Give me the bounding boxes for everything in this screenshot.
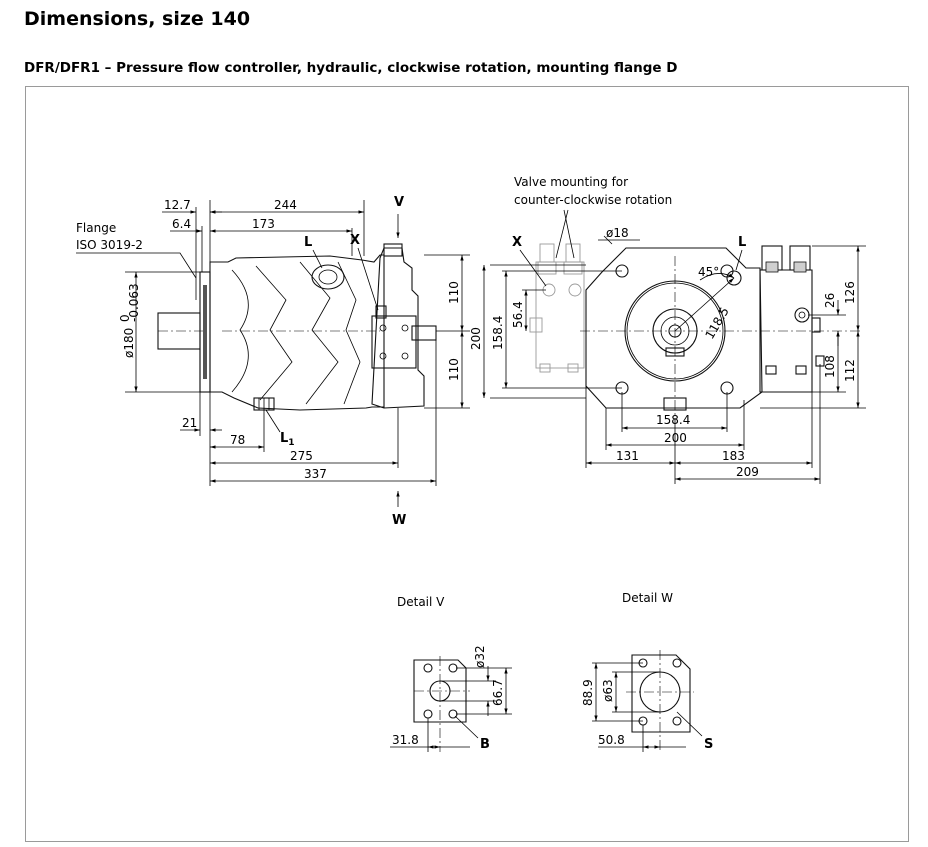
dim-200-front: 200 (664, 431, 687, 445)
side-port-x: X (350, 233, 360, 248)
dim-209: 209 (736, 465, 759, 479)
detail-v: Detail V ø32 66.7 31.8 B (390, 595, 512, 752)
side-view: 12.7 244 6.4 173 Flange ISO 3019-2 L X V… (76, 195, 486, 528)
dim-126: 126 (843, 281, 857, 304)
dim-56-4: 56.4 (511, 301, 525, 328)
dim-131: 131 (616, 449, 639, 463)
drawing-frame (25, 86, 909, 842)
dim-88-9: 88.9 (581, 679, 595, 706)
port-l-boss (311, 264, 345, 290)
detail-w-port-s: S (704, 737, 713, 752)
detail-v-title: Detail V (397, 595, 445, 609)
section-title: DFR/DFR1 – Pressure flow controller, hyd… (24, 60, 678, 76)
view-w-label: W (392, 513, 406, 528)
dim-26: 26 (823, 293, 837, 308)
dim-dia63: ø63 (601, 679, 615, 702)
flange-pilot (203, 285, 207, 379)
dim-244: 244 (274, 198, 297, 212)
dim-dia180-tol: 0-0.063 (118, 283, 141, 322)
dim-110-bottom: 110 (447, 358, 461, 381)
dim-118-5: 118.5 (702, 305, 731, 342)
front-port-l-label: L (738, 235, 746, 250)
front-port-l (726, 270, 742, 286)
side-port-l: L (304, 235, 312, 250)
dim-dia180: ø180 (122, 328, 136, 358)
dim-112: 112 (843, 359, 857, 382)
controller-top (383, 243, 403, 257)
dim-66-7: 66.7 (491, 679, 505, 706)
flange-leader (76, 252, 197, 279)
flange-label-line2: ISO 3019-2 (76, 238, 143, 252)
shaft-end-cap (411, 325, 437, 341)
dim-275: 275 (290, 449, 313, 463)
front-view: Valve mounting for counter-clockwise rot… (490, 175, 866, 484)
dim-158-4-horizontal: 158.4 (656, 413, 690, 427)
page-title: Dimensions, size 140 (24, 8, 251, 30)
view-v-label: V (394, 195, 404, 210)
front-port-x-label: X (512, 235, 522, 250)
detail-v-port-b: B (480, 737, 490, 752)
dim-337: 337 (304, 467, 327, 481)
ccw-note-line1: Valve mounting for (514, 175, 628, 189)
dim-31-8: 31.8 (392, 733, 419, 747)
ghost-valve-ccw (529, 243, 585, 373)
dim-183: 183 (722, 449, 745, 463)
flange-label-line1: Flange (76, 221, 116, 235)
dim-173: 173 (252, 217, 275, 231)
detail-w-port-flange (631, 654, 691, 733)
dim-110-top: 110 (447, 281, 461, 304)
detail-w-title: Detail W (622, 591, 673, 605)
dim-12-7: 12.7 (164, 198, 191, 212)
front-flange (585, 247, 763, 409)
port-x-fitting (375, 305, 387, 319)
port-l1-label: L1 (280, 431, 295, 448)
dim-21: 21 (182, 416, 197, 430)
detail-v-port-flange (413, 659, 467, 723)
dim-108: 108 (823, 355, 837, 378)
dim-dia18: ø18 (606, 226, 629, 240)
dim-78: 78 (230, 433, 245, 447)
dim-dia32: ø32 (473, 645, 487, 668)
ccw-note-line2: counter-clockwise rotation (514, 193, 672, 207)
dim-200-side: 200 (469, 327, 483, 350)
dim-158-4-vertical: 158.4 (491, 316, 505, 350)
dim-45deg: 45° (698, 265, 719, 279)
dim-6-4: 6.4 (172, 217, 191, 231)
controller-valve (371, 315, 417, 369)
dim-50-8: 50.8 (598, 733, 625, 747)
pump-housing (209, 254, 385, 411)
detail-w: Detail W ø63 88.9 50.8 S (581, 591, 713, 752)
